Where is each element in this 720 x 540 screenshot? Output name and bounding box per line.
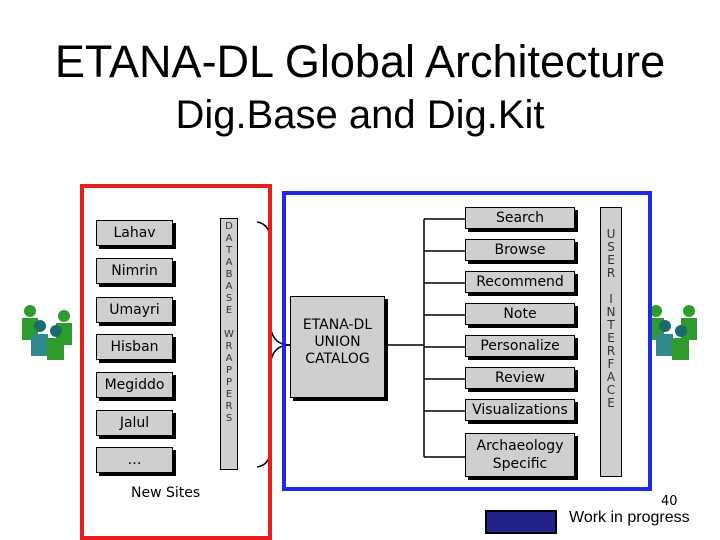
page-number: 40	[661, 494, 678, 509]
users-right-icon	[648, 305, 697, 360]
site-box: Lahav	[96, 220, 173, 246]
site-box: Megiddo	[96, 372, 173, 398]
users-left-icon	[22, 305, 72, 360]
page-title: ETANA-DL Global Architecture	[54, 36, 666, 87]
site-box: …	[96, 447, 173, 473]
function-browse: Browse	[465, 239, 575, 261]
site-box: Umayri	[96, 297, 173, 323]
function-note: Note	[465, 303, 575, 325]
function-archaeology-specific: Archaeology Specific	[465, 433, 575, 477]
function-visualizations: Visualizations	[465, 399, 575, 421]
legend-swatch	[485, 510, 557, 534]
site-box: Hisban	[96, 334, 173, 360]
local-sites-frame	[80, 184, 272, 540]
function-recommend: Recommend	[465, 271, 575, 293]
union-catalog: ETANA-DL UNION CATALOG	[290, 296, 385, 398]
global-frame	[282, 191, 652, 491]
legend-label: Work in progress	[569, 509, 690, 526]
function-search: Search	[465, 207, 575, 229]
user-interface: U S E R I N T E R F A C E	[600, 207, 622, 477]
site-box: Nimrin	[96, 258, 173, 284]
page-subtitle: Dig.Base and Dig.Kit	[175, 93, 545, 137]
function-personalize: Personalize	[465, 335, 575, 357]
database-wrappers: D A T A B A S E W R A P P E R S	[220, 218, 238, 470]
site-box: Jalul	[96, 410, 173, 436]
function-review: Review	[465, 367, 575, 389]
new-sites-label: New Sites	[131, 485, 201, 501]
